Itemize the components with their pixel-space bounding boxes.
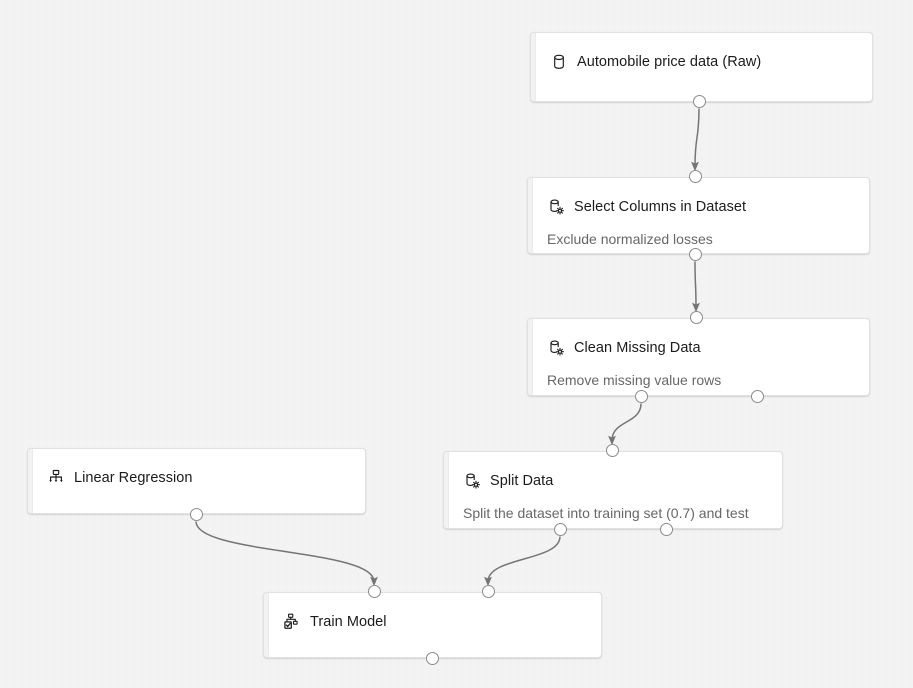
node-body: Linear Regression bbox=[33, 449, 365, 513]
node-title-row: Train Model bbox=[283, 612, 593, 632]
node-subtitle: Split the dataset into training set (0.7… bbox=[463, 505, 749, 521]
output-port-split-data-0[interactable] bbox=[553, 522, 567, 536]
edge-raw-to-select[interactable] bbox=[691, 108, 700, 172]
node-title-row: Linear Regression bbox=[47, 468, 357, 488]
node-accent-bar bbox=[531, 33, 536, 101]
database-gear-icon bbox=[547, 339, 565, 357]
input-port-train-model-1[interactable] bbox=[481, 584, 495, 598]
node-title-row: Select Columns in Dataset bbox=[547, 197, 861, 217]
node-title: Select Columns in Dataset bbox=[574, 199, 747, 215]
node-title-row: Clean Missing Data bbox=[547, 338, 861, 358]
hierarchy-down-icon bbox=[47, 469, 65, 487]
database-icon bbox=[550, 53, 568, 71]
edge-select-to-clean[interactable] bbox=[692, 261, 700, 313]
output-port-clean-missing-data-0[interactable] bbox=[634, 389, 648, 403]
node-subtitle: Exclude normalized losses bbox=[547, 231, 713, 247]
node-linear-regression[interactable]: Linear Regression bbox=[27, 448, 366, 514]
output-port-linear-regression-0[interactable] bbox=[189, 507, 203, 521]
node-title-row: Automobile price data (Raw) bbox=[550, 52, 864, 72]
node-body: Train Model bbox=[269, 593, 601, 657]
node-title: Train Model bbox=[310, 614, 387, 630]
train-model-icon bbox=[283, 613, 301, 631]
database-gear-icon bbox=[547, 198, 565, 216]
node-train-model[interactable]: Train Model bbox=[263, 592, 602, 658]
input-port-train-model-0[interactable] bbox=[367, 584, 381, 598]
edge-split-to-train[interactable] bbox=[484, 536, 561, 587]
input-port-split-data-0[interactable] bbox=[605, 443, 619, 457]
node-accent-bar bbox=[264, 593, 269, 657]
node-body: Automobile price data (Raw) bbox=[536, 33, 872, 101]
node-automobile-price-data-raw[interactable]: Automobile price data (Raw) bbox=[530, 32, 873, 102]
node-title: Clean Missing Data bbox=[574, 340, 701, 356]
edge-linreg-to-train[interactable] bbox=[195, 521, 378, 587]
database-gear-icon bbox=[463, 472, 481, 490]
node-accent-bar bbox=[528, 319, 533, 395]
node-accent-bar bbox=[444, 452, 449, 528]
node-subtitle: Remove missing value rows bbox=[547, 372, 722, 388]
input-port-clean-missing-data-0[interactable] bbox=[689, 310, 703, 324]
node-title: Automobile price data (Raw) bbox=[577, 54, 762, 70]
node-accent-bar bbox=[528, 178, 533, 253]
node-accent-bar bbox=[28, 449, 33, 513]
output-port-split-data-1[interactable] bbox=[659, 522, 673, 536]
node-title: Split Data bbox=[490, 473, 554, 489]
node-title: Linear Regression bbox=[74, 470, 193, 486]
node-title-row: Split Data bbox=[463, 471, 774, 491]
output-port-select-columns-in-dataset-0[interactable] bbox=[688, 247, 702, 261]
edge-clean-to-split[interactable] bbox=[608, 403, 642, 446]
input-port-select-columns-in-dataset-0[interactable] bbox=[688, 169, 702, 183]
output-port-automobile-price-data-raw-0[interactable] bbox=[692, 94, 706, 108]
output-port-clean-missing-data-1[interactable] bbox=[750, 389, 764, 403]
output-port-train-model-0[interactable] bbox=[425, 651, 439, 665]
